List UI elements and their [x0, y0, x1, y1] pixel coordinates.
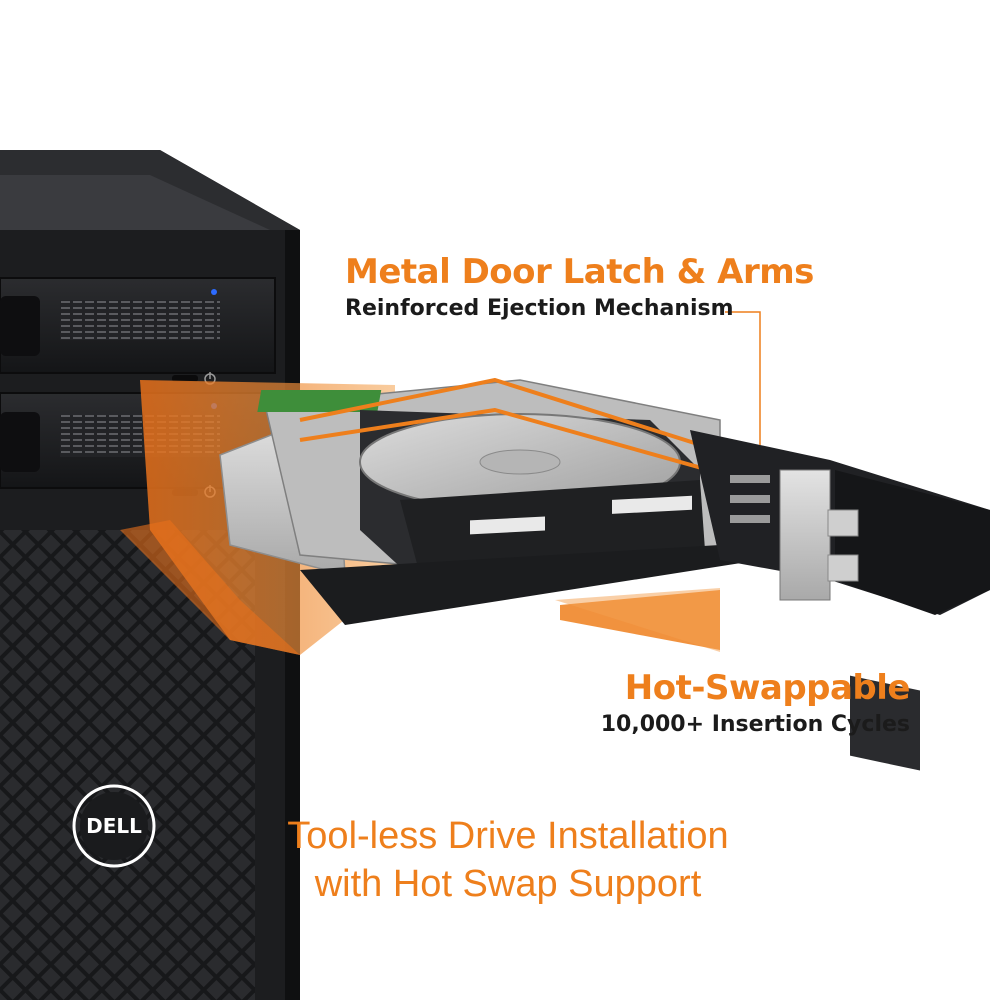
tagline-line1: Tool-less Drive Installation [287, 815, 729, 857]
callout-leader-line [725, 311, 761, 445]
tagline-line2: with Hot Swap Support [314, 863, 702, 905]
hotswap-callout: Hot-Swappable 10,000+ Insertion Cycles [580, 668, 911, 740]
dell-logo: DELL [72, 784, 156, 868]
hdd-tray [219, 378, 990, 771]
led-indicator [211, 289, 217, 295]
hotswap-callout-title: Hot-Swappable [624, 668, 911, 708]
dell-logo-text: DELL [86, 814, 142, 838]
drive-bay-upper [0, 277, 276, 385]
latch-callout: Metal Door Latch & Arms Reinforced Eject… [345, 252, 814, 324]
hotswap-callout-subtitle: 10,000+ Insertion Cycles [600, 712, 910, 737]
latch-callout-subtitle: Reinforced Ejection Mechanism [345, 296, 734, 321]
tagline: Tool-less Drive Installation with Hot Sw… [268, 812, 748, 908]
latch-callout-title: Metal Door Latch & Arms [345, 252, 814, 292]
